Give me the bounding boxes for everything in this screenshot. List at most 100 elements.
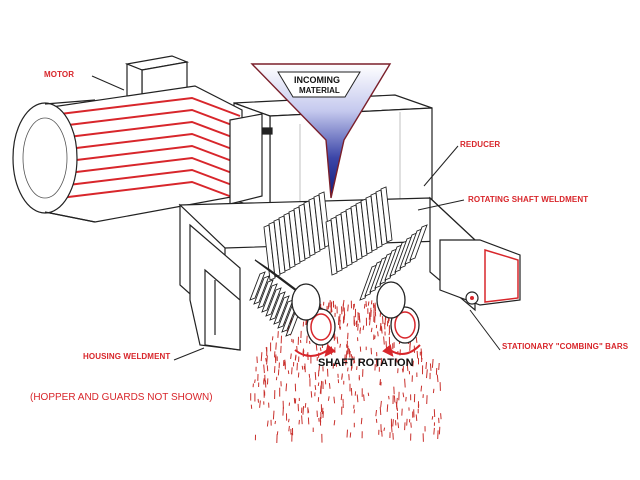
debris-particle bbox=[392, 419, 394, 427]
debris-particle bbox=[358, 315, 361, 323]
debris-particle bbox=[276, 431, 279, 435]
debris-particle bbox=[379, 406, 382, 416]
debris-particle bbox=[287, 370, 290, 375]
debris-particle bbox=[328, 383, 331, 389]
debris-particle bbox=[348, 347, 350, 355]
motor-label: MOTOR bbox=[44, 70, 75, 79]
debris-particle bbox=[438, 362, 440, 371]
debris-particle bbox=[340, 394, 343, 401]
shaft-rotation-arrows bbox=[294, 344, 421, 357]
debris-particle bbox=[431, 358, 434, 368]
incoming-label-line2: MATERIAL bbox=[299, 86, 340, 95]
debris-particle bbox=[396, 358, 398, 363]
leader-lines bbox=[91, 75, 501, 361]
debris-particle bbox=[367, 301, 370, 306]
reducer-label: REDUCER bbox=[460, 140, 501, 149]
debris-particle bbox=[272, 410, 275, 420]
debris-particle bbox=[369, 317, 371, 326]
debris-particle bbox=[363, 394, 365, 402]
incoming-label-line1: INCOMING bbox=[294, 75, 340, 85]
debris-particle bbox=[440, 413, 442, 420]
debris-particle bbox=[357, 323, 359, 331]
debris-particle bbox=[310, 391, 313, 398]
debris-particle bbox=[367, 392, 370, 397]
debris-particle bbox=[416, 350, 419, 359]
debris-particle bbox=[348, 349, 351, 357]
shaft-tooth bbox=[273, 295, 290, 325]
debris-particle bbox=[406, 364, 409, 371]
debris-particle bbox=[259, 400, 261, 408]
debris-particle bbox=[339, 343, 341, 348]
debris-particle bbox=[375, 409, 377, 417]
debris-particle bbox=[333, 396, 336, 404]
debris-particle bbox=[383, 427, 386, 432]
debris-particle bbox=[266, 420, 269, 427]
debris-particle bbox=[432, 388, 435, 394]
debris-particle bbox=[402, 392, 405, 398]
debris-particle bbox=[318, 364, 320, 372]
debris-particle bbox=[380, 357, 383, 366]
debris-particle bbox=[383, 336, 385, 345]
debris-particle bbox=[346, 429, 348, 438]
debris-particle bbox=[360, 417, 363, 425]
debris-particle bbox=[370, 327, 373, 333]
debris-particle bbox=[302, 348, 304, 354]
housing-weldment bbox=[178, 196, 521, 351]
debris-particle bbox=[355, 320, 357, 325]
debris-particle bbox=[266, 355, 268, 365]
debris-particle bbox=[274, 420, 276, 425]
motor-fin bbox=[59, 96, 241, 117]
debris-particle bbox=[433, 427, 435, 435]
debris-particle bbox=[263, 364, 265, 374]
debris-particle bbox=[339, 326, 342, 330]
debris-particle bbox=[375, 358, 378, 368]
debris-particle bbox=[397, 422, 400, 429]
shaft-tooth bbox=[380, 186, 393, 243]
debris-particle bbox=[346, 323, 349, 327]
debris-particle bbox=[353, 359, 356, 363]
debris-particle bbox=[405, 396, 407, 402]
debris-particle bbox=[333, 420, 336, 426]
debris-particle bbox=[339, 313, 341, 322]
shaft-tooth bbox=[265, 287, 282, 317]
debris-particle bbox=[377, 331, 379, 337]
debris-particle bbox=[254, 379, 256, 383]
shaft-tooth bbox=[261, 283, 278, 313]
debris-particle bbox=[421, 357, 423, 363]
rotating-shaft-teeth bbox=[249, 186, 428, 337]
rotating-shaft-weldment-label: ROTATING SHAFT WELDMENT bbox=[468, 195, 589, 204]
debris-particle bbox=[415, 336, 418, 343]
debris-particle bbox=[370, 300, 373, 305]
debris-particle bbox=[345, 359, 348, 364]
debris-particle bbox=[351, 356, 353, 361]
motor-fin bbox=[59, 120, 241, 141]
debris-particle bbox=[291, 367, 293, 375]
debris-particle bbox=[314, 385, 317, 390]
rotating-shafts bbox=[254, 259, 420, 346]
debris-particle bbox=[380, 326, 383, 332]
shaft-tooth bbox=[409, 224, 428, 261]
motor-fin bbox=[59, 168, 241, 189]
debris-particle bbox=[306, 335, 308, 344]
debris-particle bbox=[336, 336, 339, 344]
debris-particle bbox=[339, 319, 341, 329]
debris-particle bbox=[382, 316, 384, 325]
debris-particle bbox=[265, 357, 267, 362]
debris-particle bbox=[401, 368, 404, 373]
debris-particle bbox=[314, 372, 317, 380]
debris-particle bbox=[429, 363, 432, 371]
debris-particle bbox=[290, 353, 292, 360]
debris-particle bbox=[319, 347, 322, 352]
housing-weldment-label: HOUSING WELDMENT bbox=[83, 352, 171, 361]
debris-particle bbox=[344, 354, 346, 362]
debris-particle bbox=[410, 422, 412, 428]
motor-fin bbox=[59, 108, 241, 129]
debris-particle bbox=[420, 385, 423, 392]
debris-particle bbox=[425, 362, 427, 370]
debris-particle bbox=[321, 407, 324, 415]
debris-particle bbox=[334, 333, 336, 340]
debris-particle bbox=[412, 360, 414, 367]
debris-particle bbox=[301, 365, 304, 370]
debris-particle bbox=[388, 330, 391, 336]
